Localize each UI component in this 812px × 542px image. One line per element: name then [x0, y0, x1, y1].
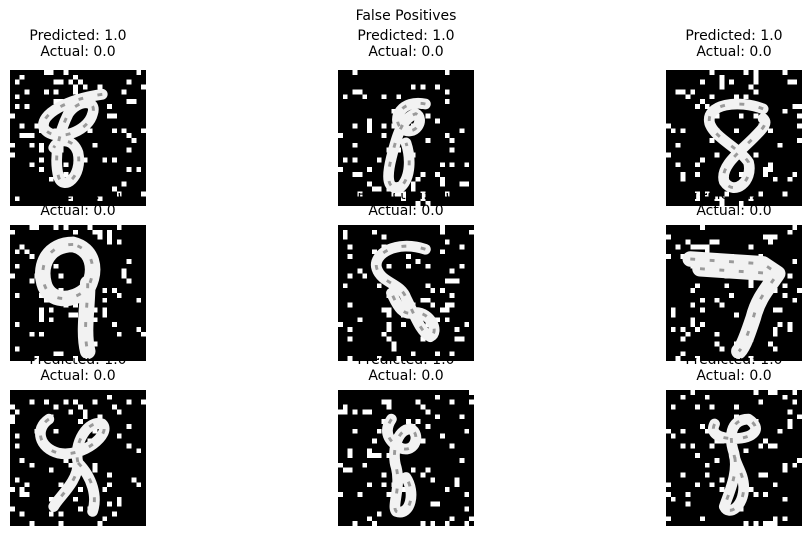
predicted-label: Predicted: 1.0 — [685, 193, 783, 203]
predicted-label: Predicted: 1.0 — [29, 193, 127, 203]
predicted-label: Predicted: 1.0 — [357, 193, 455, 203]
mnist-digit-image — [666, 225, 802, 361]
actual-label: Actual: 0.0 — [696, 203, 772, 219]
mnist-digit-image — [338, 225, 474, 361]
mnist-digit-image — [338, 390, 474, 526]
predicted-label: Predicted: 1.0 — [29, 358, 127, 368]
predicted-label: Predicted: 1.0 — [29, 28, 127, 44]
figure-title: False Positives — [355, 8, 457, 24]
mnist-digit-image — [10, 225, 146, 361]
actual-label: Actual: 0.0 — [368, 44, 444, 60]
predicted-label: Predicted: 1.0 — [685, 28, 783, 44]
predicted-label: Predicted: 1.0 — [685, 358, 783, 368]
mnist-digit-image — [10, 70, 146, 206]
mnist-digit-image — [10, 390, 146, 526]
predicted-label: Predicted: 1.0 — [357, 28, 455, 44]
actual-label: Actual: 0.0 — [40, 368, 116, 384]
actual-label: Actual: 0.0 — [368, 203, 444, 219]
mnist-digit-image — [338, 70, 474, 206]
actual-label: Actual: 0.0 — [40, 203, 116, 219]
actual-label: Actual: 0.0 — [40, 44, 116, 60]
actual-label: Actual: 0.0 — [696, 44, 772, 60]
mnist-digit-image — [666, 390, 802, 526]
actual-label: Actual: 0.0 — [696, 368, 772, 384]
mnist-digit-image — [666, 70, 802, 206]
predicted-label: Predicted: 1.0 — [357, 358, 455, 368]
actual-label: Actual: 0.0 — [368, 368, 444, 384]
